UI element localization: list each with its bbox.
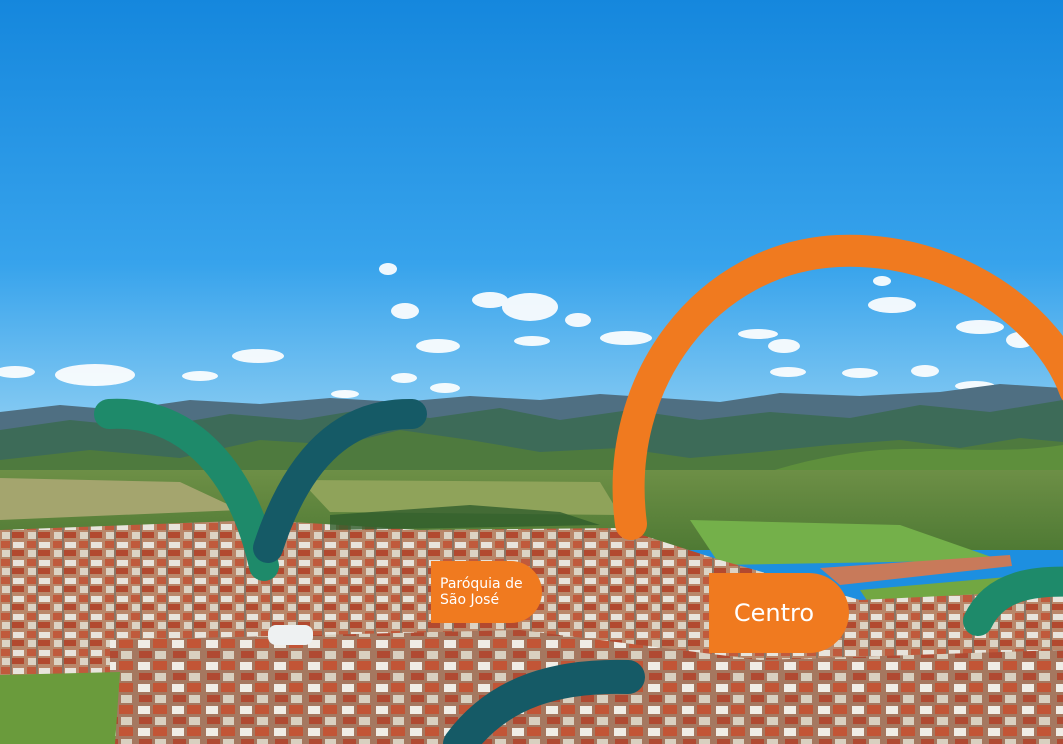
trees-band: [330, 505, 600, 530]
green-leaf-stroke: [94, 398, 279, 581]
orange-arc: [612, 234, 1063, 540]
sky: [0, 0, 1063, 440]
parish-label-text: Paróquia de São José: [440, 576, 523, 608]
grass-patch-left: [0, 672, 120, 744]
centro-label[interactable]: Centro: [709, 573, 849, 653]
dark-teal-leaf-stroke: [253, 398, 427, 563]
dirt-road: [820, 555, 1012, 585]
centro-label-text: Centro: [733, 599, 815, 627]
field-left: [0, 478, 240, 520]
parish-label-line1: Paróquia de: [440, 576, 523, 592]
parish-sao-jose-label[interactable]: Paróquia de São José: [431, 561, 542, 623]
clouds: [0, 263, 1034, 398]
green-arc-right: [963, 566, 1063, 636]
field-center: [300, 480, 620, 515]
field-right: [690, 520, 1000, 565]
dark-teal-arc-bottom: [443, 659, 645, 744]
large-warehouse: [268, 625, 313, 645]
parish-label-line2: São José: [440, 592, 500, 608]
